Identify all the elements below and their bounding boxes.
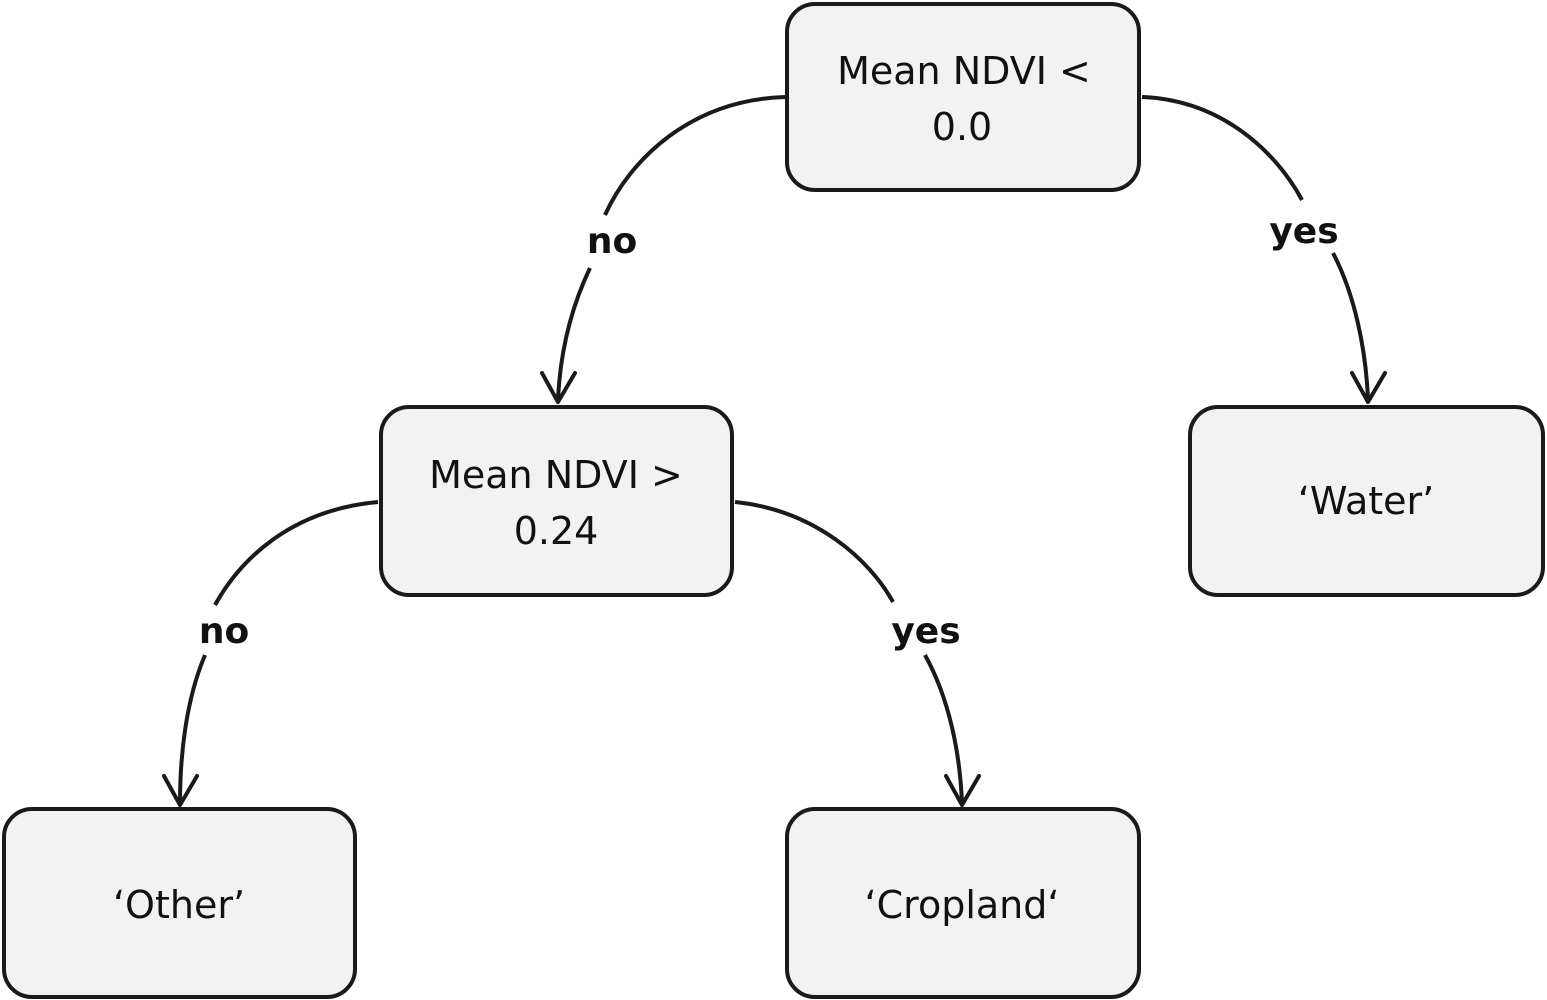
node-water: ‘Water’ <box>1188 405 1545 597</box>
arrow-head-icon <box>1350 371 1387 404</box>
edge-mid-yes: yes <box>734 500 981 807</box>
node-other-label: ‘Other’ <box>113 883 245 927</box>
node-mid-line1: Mean NDVI > <box>429 453 683 497</box>
edge-root-yes: yes <box>1141 95 1387 404</box>
arrow-head-icon <box>944 774 981 807</box>
node-root-line2: 0.0 <box>932 105 992 149</box>
edge-root-no: no <box>540 95 786 404</box>
node-mid: Mean NDVI > 0.24 <box>379 405 734 597</box>
edge-label-no: no <box>199 611 249 652</box>
arrow-head-icon <box>540 371 577 404</box>
node-cropland-label: ‘Cropland‘ <box>865 883 1060 927</box>
node-root: Mean NDVI < 0.0 <box>785 2 1141 192</box>
arrow-head-icon <box>162 774 199 807</box>
node-other: ‘Other’ <box>2 807 357 999</box>
node-water-label: ‘Water’ <box>1298 479 1435 523</box>
edge-label-no: no <box>587 221 637 262</box>
node-mid-line2: 0.24 <box>514 509 599 553</box>
node-cropland: ‘Cropland‘ <box>785 807 1141 999</box>
node-root-line1: Mean NDVI < <box>837 49 1091 93</box>
edge-mid-no: no <box>162 500 379 807</box>
edge-label-yes: yes <box>1269 211 1338 252</box>
edge-label-yes: yes <box>891 611 960 652</box>
